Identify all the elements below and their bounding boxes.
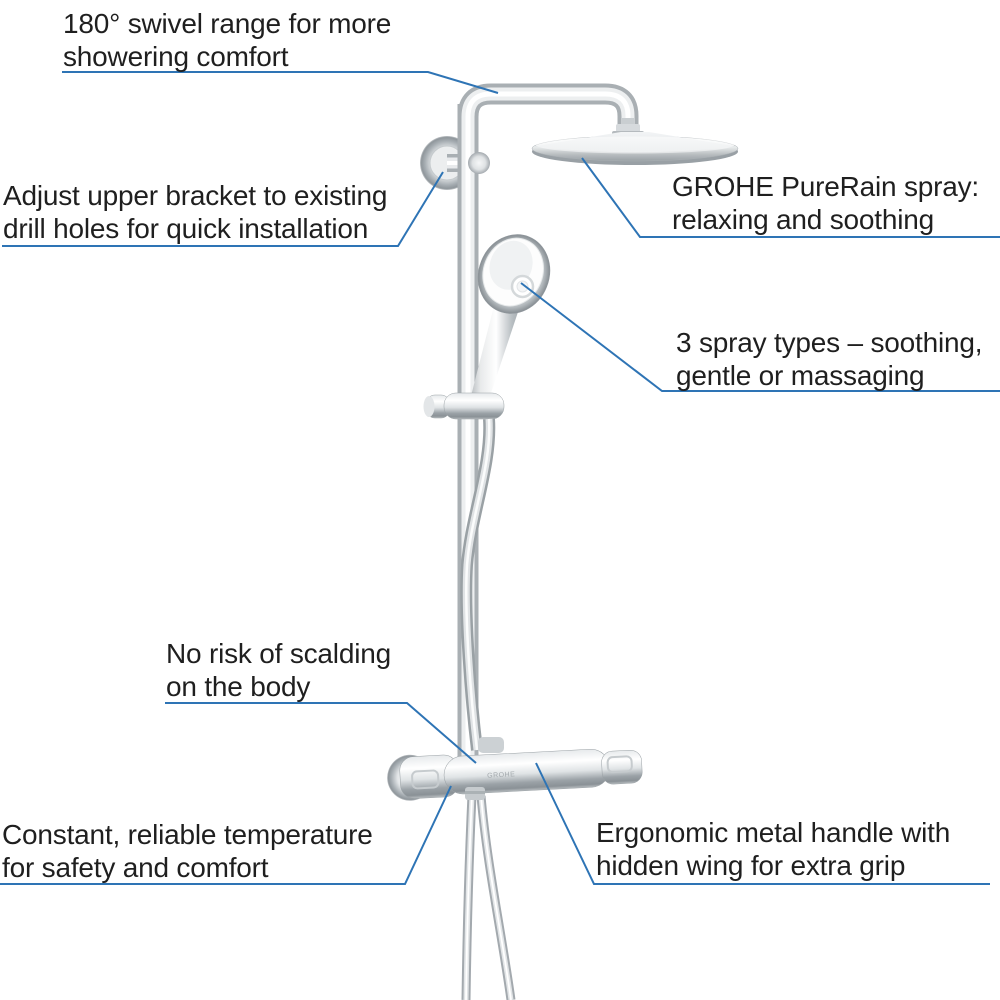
hand-shower-grip — [470, 298, 520, 402]
valve-union — [478, 737, 504, 753]
volume-handle — [601, 749, 643, 785]
hose-nut — [465, 787, 485, 800]
callout-upper-bracket — [2, 171, 444, 247]
rain-shower-head — [531, 118, 739, 165]
callout-swivel-range — [62, 71, 499, 94]
callout-spray-types — [520, 282, 1000, 392]
label-swivel-range: 180° swivel range for more showering com… — [63, 8, 392, 72]
hand-shower — [477, 234, 551, 314]
callout-ergonomic-handle — [535, 762, 990, 885]
shower-hose-upper — [460, 418, 496, 751]
shower-hose-lower — [461, 794, 516, 1000]
hand-shower-holder — [423, 392, 505, 420]
label-upper-bracket: Adjust upper bracket to existing drill h… — [3, 180, 388, 244]
callout-constant-temperature — [0, 785, 452, 885]
callout-purerain-spray — [581, 157, 1000, 238]
label-no-scalding: No risk of scalding on the body — [166, 638, 391, 702]
label-ergonomic-handle: Ergonomic metal handle with hidden wing … — [596, 817, 951, 881]
thermostat-valve: GROHE — [387, 749, 643, 801]
bracket-pin — [468, 152, 490, 174]
label-purerain-spray: GROHE PureRain spray: relaxing and sooth… — [672, 171, 980, 235]
label-spray-types: 3 spray types – soothing, gentle or mass… — [676, 327, 983, 391]
label-constant-temperature: Constant, reliable temperature for safet… — [2, 819, 373, 883]
shower-arm — [457, 83, 639, 135]
callout-no-scalding — [165, 702, 477, 764]
grohe-logo: GROHE — [487, 771, 515, 779]
